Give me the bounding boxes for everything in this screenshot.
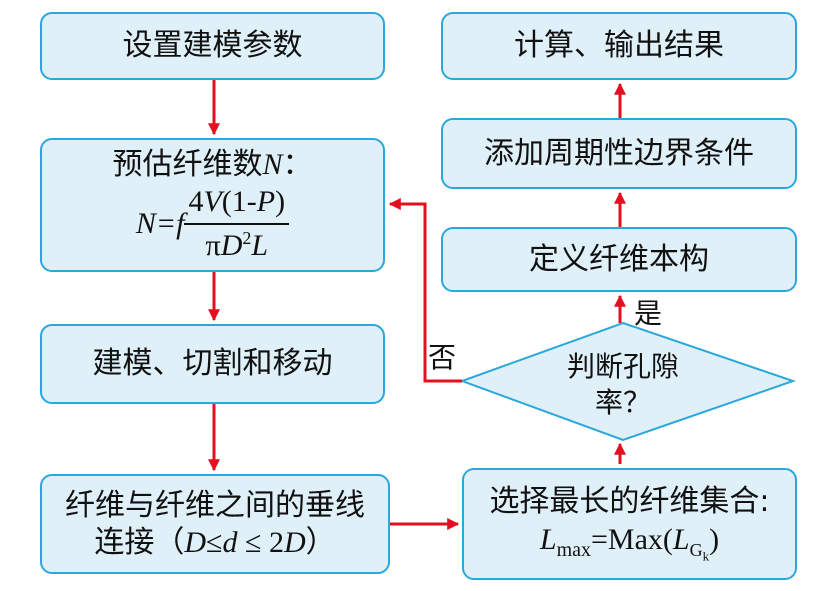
- set-params-label: 设置建模参数: [122, 28, 303, 64]
- boundary-label: 添加周期性边界条件: [484, 135, 754, 171]
- estimate-formula: N=f 4V(1-P) πD2L: [136, 183, 290, 264]
- select-formula: Lmax=Max(LGk): [539, 522, 720, 564]
- yes-label: 是: [634, 297, 663, 330]
- judge-diamond: [459, 321, 797, 442]
- connect-box: 纤维与纤维之间的垂线 连接（D≤d ≤ 2D）: [40, 474, 390, 574]
- fraction-denominator: πD2L: [205, 227, 269, 262]
- set-params-box: 设置建模参数: [40, 12, 385, 80]
- select-box: 选择最长的纤维集合: Lmax=Max(LGk): [462, 468, 797, 580]
- model-box: 建模、切割和移动: [40, 324, 385, 404]
- judge-label: 判断孔隙 率？: [566, 350, 679, 420]
- no-label: 否: [428, 341, 457, 374]
- connect-line2: 连接（D≤d ≤ 2D）: [94, 525, 336, 560]
- boundary-box: 添加周期性边界条件: [441, 118, 797, 189]
- define-box: 定义纤维本构: [441, 227, 797, 292]
- estimate-title: 预估纤维数N：: [112, 146, 313, 182]
- arrow-judge-no-loop: [388, 198, 462, 383]
- select-line1: 选择最长的纤维集合:: [489, 484, 770, 520]
- compute-label: 计算、输出结果: [514, 28, 724, 64]
- estimate-box: 预估纤维数N： N=f 4V(1-P) πD2L: [40, 138, 385, 272]
- compute-box: 计算、输出结果: [441, 12, 797, 80]
- connect-line1: 纤维与纤维之间的垂线: [65, 487, 365, 523]
- model-label: 建模、切割和移动: [92, 346, 333, 382]
- fraction-numerator: 4V(1-P): [184, 183, 290, 225]
- estimate-fraction: 4V(1-P) πD2L: [184, 183, 290, 264]
- define-label: 定义纤维本构: [529, 241, 709, 277]
